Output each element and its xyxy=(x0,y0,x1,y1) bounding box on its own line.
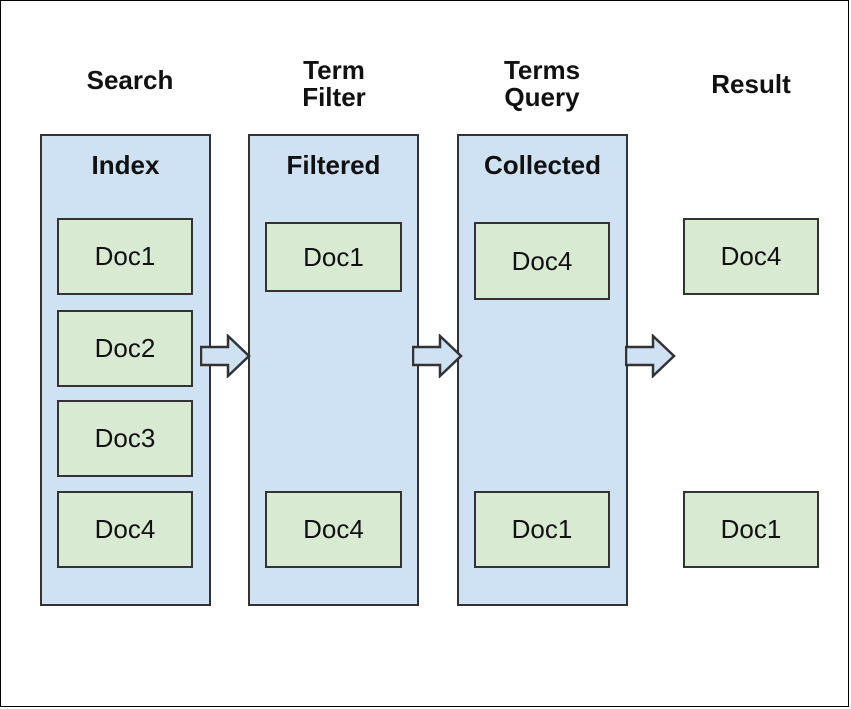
filtered-doc-2: Doc4 xyxy=(265,491,402,568)
heading-term-filter: Term Filter xyxy=(302,55,366,112)
heading-result: Result xyxy=(711,69,791,99)
heading-terms-query: Terms Query xyxy=(503,55,581,112)
arrow-right-icon xyxy=(412,334,463,378)
arrow-right-icon xyxy=(200,334,251,378)
collected-doc-1: Doc4 xyxy=(474,222,610,300)
heading-search: Search xyxy=(86,65,174,95)
collected-doc-2: Doc1 xyxy=(474,491,610,568)
result-doc-2: Doc1 xyxy=(683,491,819,568)
index-doc-4: Doc4 xyxy=(57,491,193,568)
index-title: Index xyxy=(91,150,160,180)
result-doc-1: Doc4 xyxy=(683,218,819,295)
index-doc-1: Doc1 xyxy=(57,218,193,295)
index-doc-2: Doc2 xyxy=(57,310,193,387)
filtered-title: Filtered xyxy=(286,150,381,180)
arrow-right-icon xyxy=(625,334,676,378)
collected-title: Collected xyxy=(483,150,602,180)
index-doc-3: Doc3 xyxy=(57,400,193,477)
filtered-doc-1: Doc1 xyxy=(265,222,402,292)
